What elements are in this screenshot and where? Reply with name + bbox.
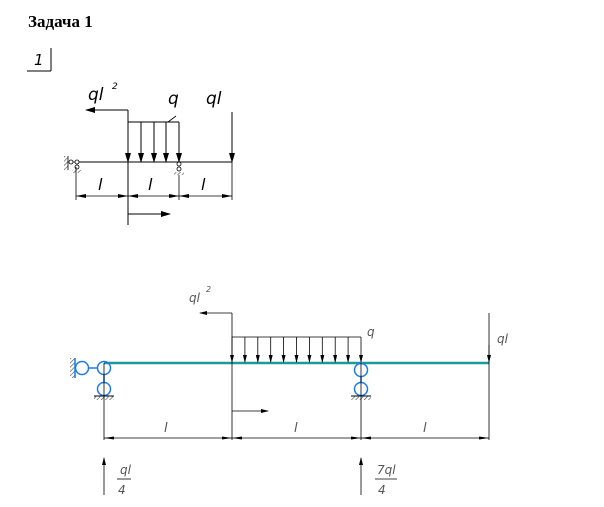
bottom-span-2: l — [294, 421, 298, 436]
bottom-middle-support — [351, 362, 371, 440]
top-middle-support — [174, 161, 184, 175]
top-distributed-load: q — [125, 89, 182, 163]
top-span-1: l — [98, 175, 103, 194]
reaction-b-denominator: 4 — [378, 483, 386, 497]
task-title: Задача 1 — [28, 12, 93, 31]
scheme-number-box: 1 — [27, 48, 52, 72]
bottom-moment-label: ql — [189, 291, 201, 305]
bottom-span-3: l — [423, 421, 427, 436]
top-point-force: ql — [206, 89, 235, 163]
bottom-dimension-lines: l l l — [104, 421, 489, 440]
bottom-point-force: ql — [487, 313, 509, 440]
reaction-b-numerator: 7ql — [377, 463, 396, 477]
bottom-distributed-label: q — [367, 325, 375, 339]
top-distributed-label: q — [168, 89, 179, 109]
top-span-2: l — [148, 175, 153, 194]
reaction-a-numerator: ql — [120, 463, 132, 477]
top-force-label: ql — [206, 89, 222, 109]
bottom-moment-exp: 2 — [206, 285, 211, 294]
top-moment-label: ql — [88, 85, 104, 105]
top-moment-exp: 2 — [112, 82, 118, 92]
bottom-distributed-load: q — [230, 325, 375, 363]
reaction-a: ql 4 — [102, 457, 132, 497]
bottom-span-1: l — [164, 421, 168, 436]
reaction-a-denominator: 4 — [118, 483, 126, 497]
reaction-b: 7ql 4 — [359, 457, 397, 497]
scheme-number: 1 — [34, 51, 44, 69]
top-span-3: l — [201, 175, 206, 194]
bottom-moment-arrow: ql 2 — [189, 285, 269, 440]
bottom-diagram: ql 2 q ql l l l ql 4 — [70, 285, 509, 497]
top-left-support — [64, 156, 82, 173]
top-diagram: ql 2 q ql l l l — [64, 82, 235, 225]
bottom-left-support — [70, 358, 114, 440]
bottom-force-label: ql — [497, 332, 509, 346]
top-dimension-lines: l l l — [75, 162, 233, 200]
